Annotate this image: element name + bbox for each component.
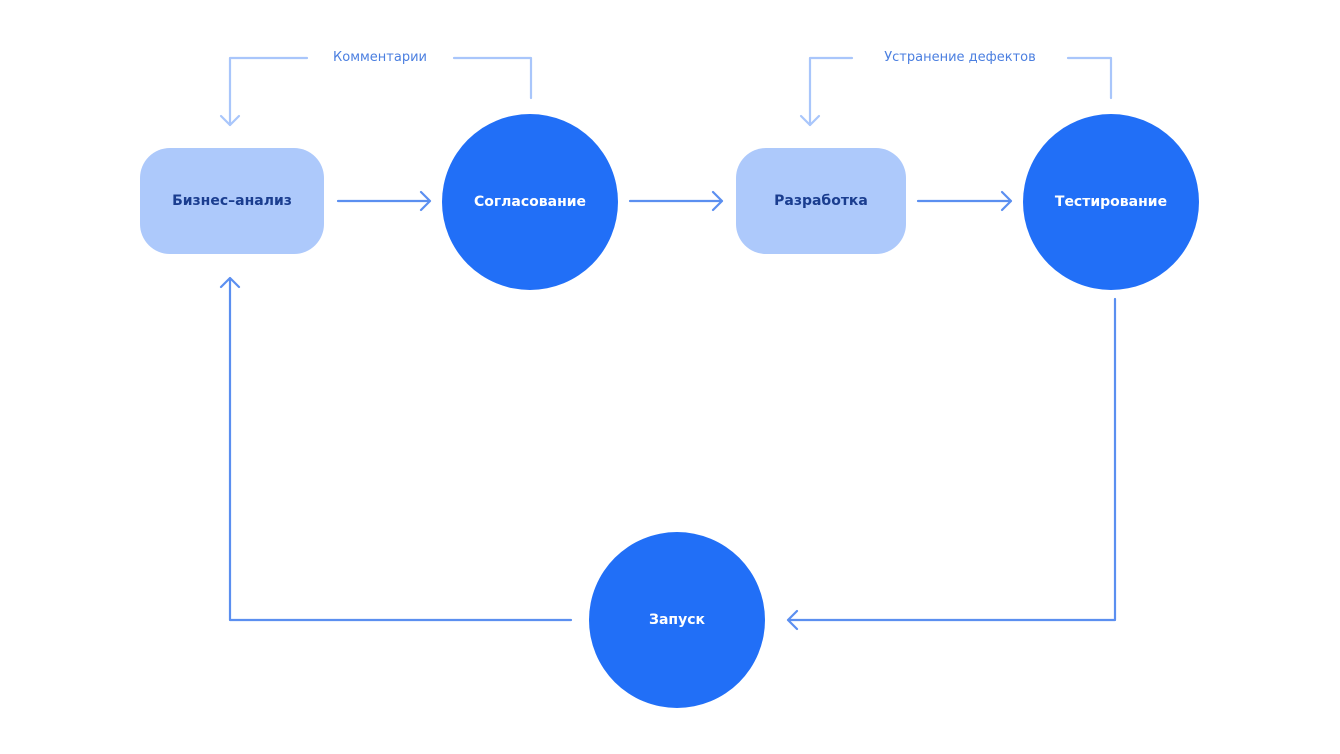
feedback-line-defect-fix — [808, 56, 1113, 127]
node-label: Разработка — [774, 193, 868, 209]
node-development: Разработка — [736, 148, 906, 254]
arrow-development-to-testing — [916, 190, 1013, 212]
node-business-analysis: Бизнес–анализ — [140, 148, 324, 254]
feedback-line-comments — [228, 56, 533, 127]
feedback-arrowhead-comments — [219, 114, 241, 127]
feedback-label-defect-fix: Устранение дефектов — [884, 50, 1036, 65]
feedback-arrowhead-defect-fix — [799, 114, 821, 127]
node-testing: Тестирование — [1023, 114, 1199, 290]
node-label: Согласование — [473, 194, 587, 210]
feedback-label-comments: Комментарии — [333, 50, 427, 65]
node-launch: Запуск — [589, 532, 765, 708]
node-label: Запуск — [649, 612, 705, 628]
node-approval: Согласование — [442, 114, 618, 290]
node-label: Тестирование — [1054, 194, 1168, 210]
arrow-launch-to-analysis — [219, 276, 573, 622]
node-label: Бизнес–анализ — [172, 193, 292, 209]
arrow-analysis-to-approval — [336, 190, 432, 212]
arrow-approval-to-development — [628, 190, 724, 212]
arrow-testing-to-launch — [786, 297, 1117, 631]
